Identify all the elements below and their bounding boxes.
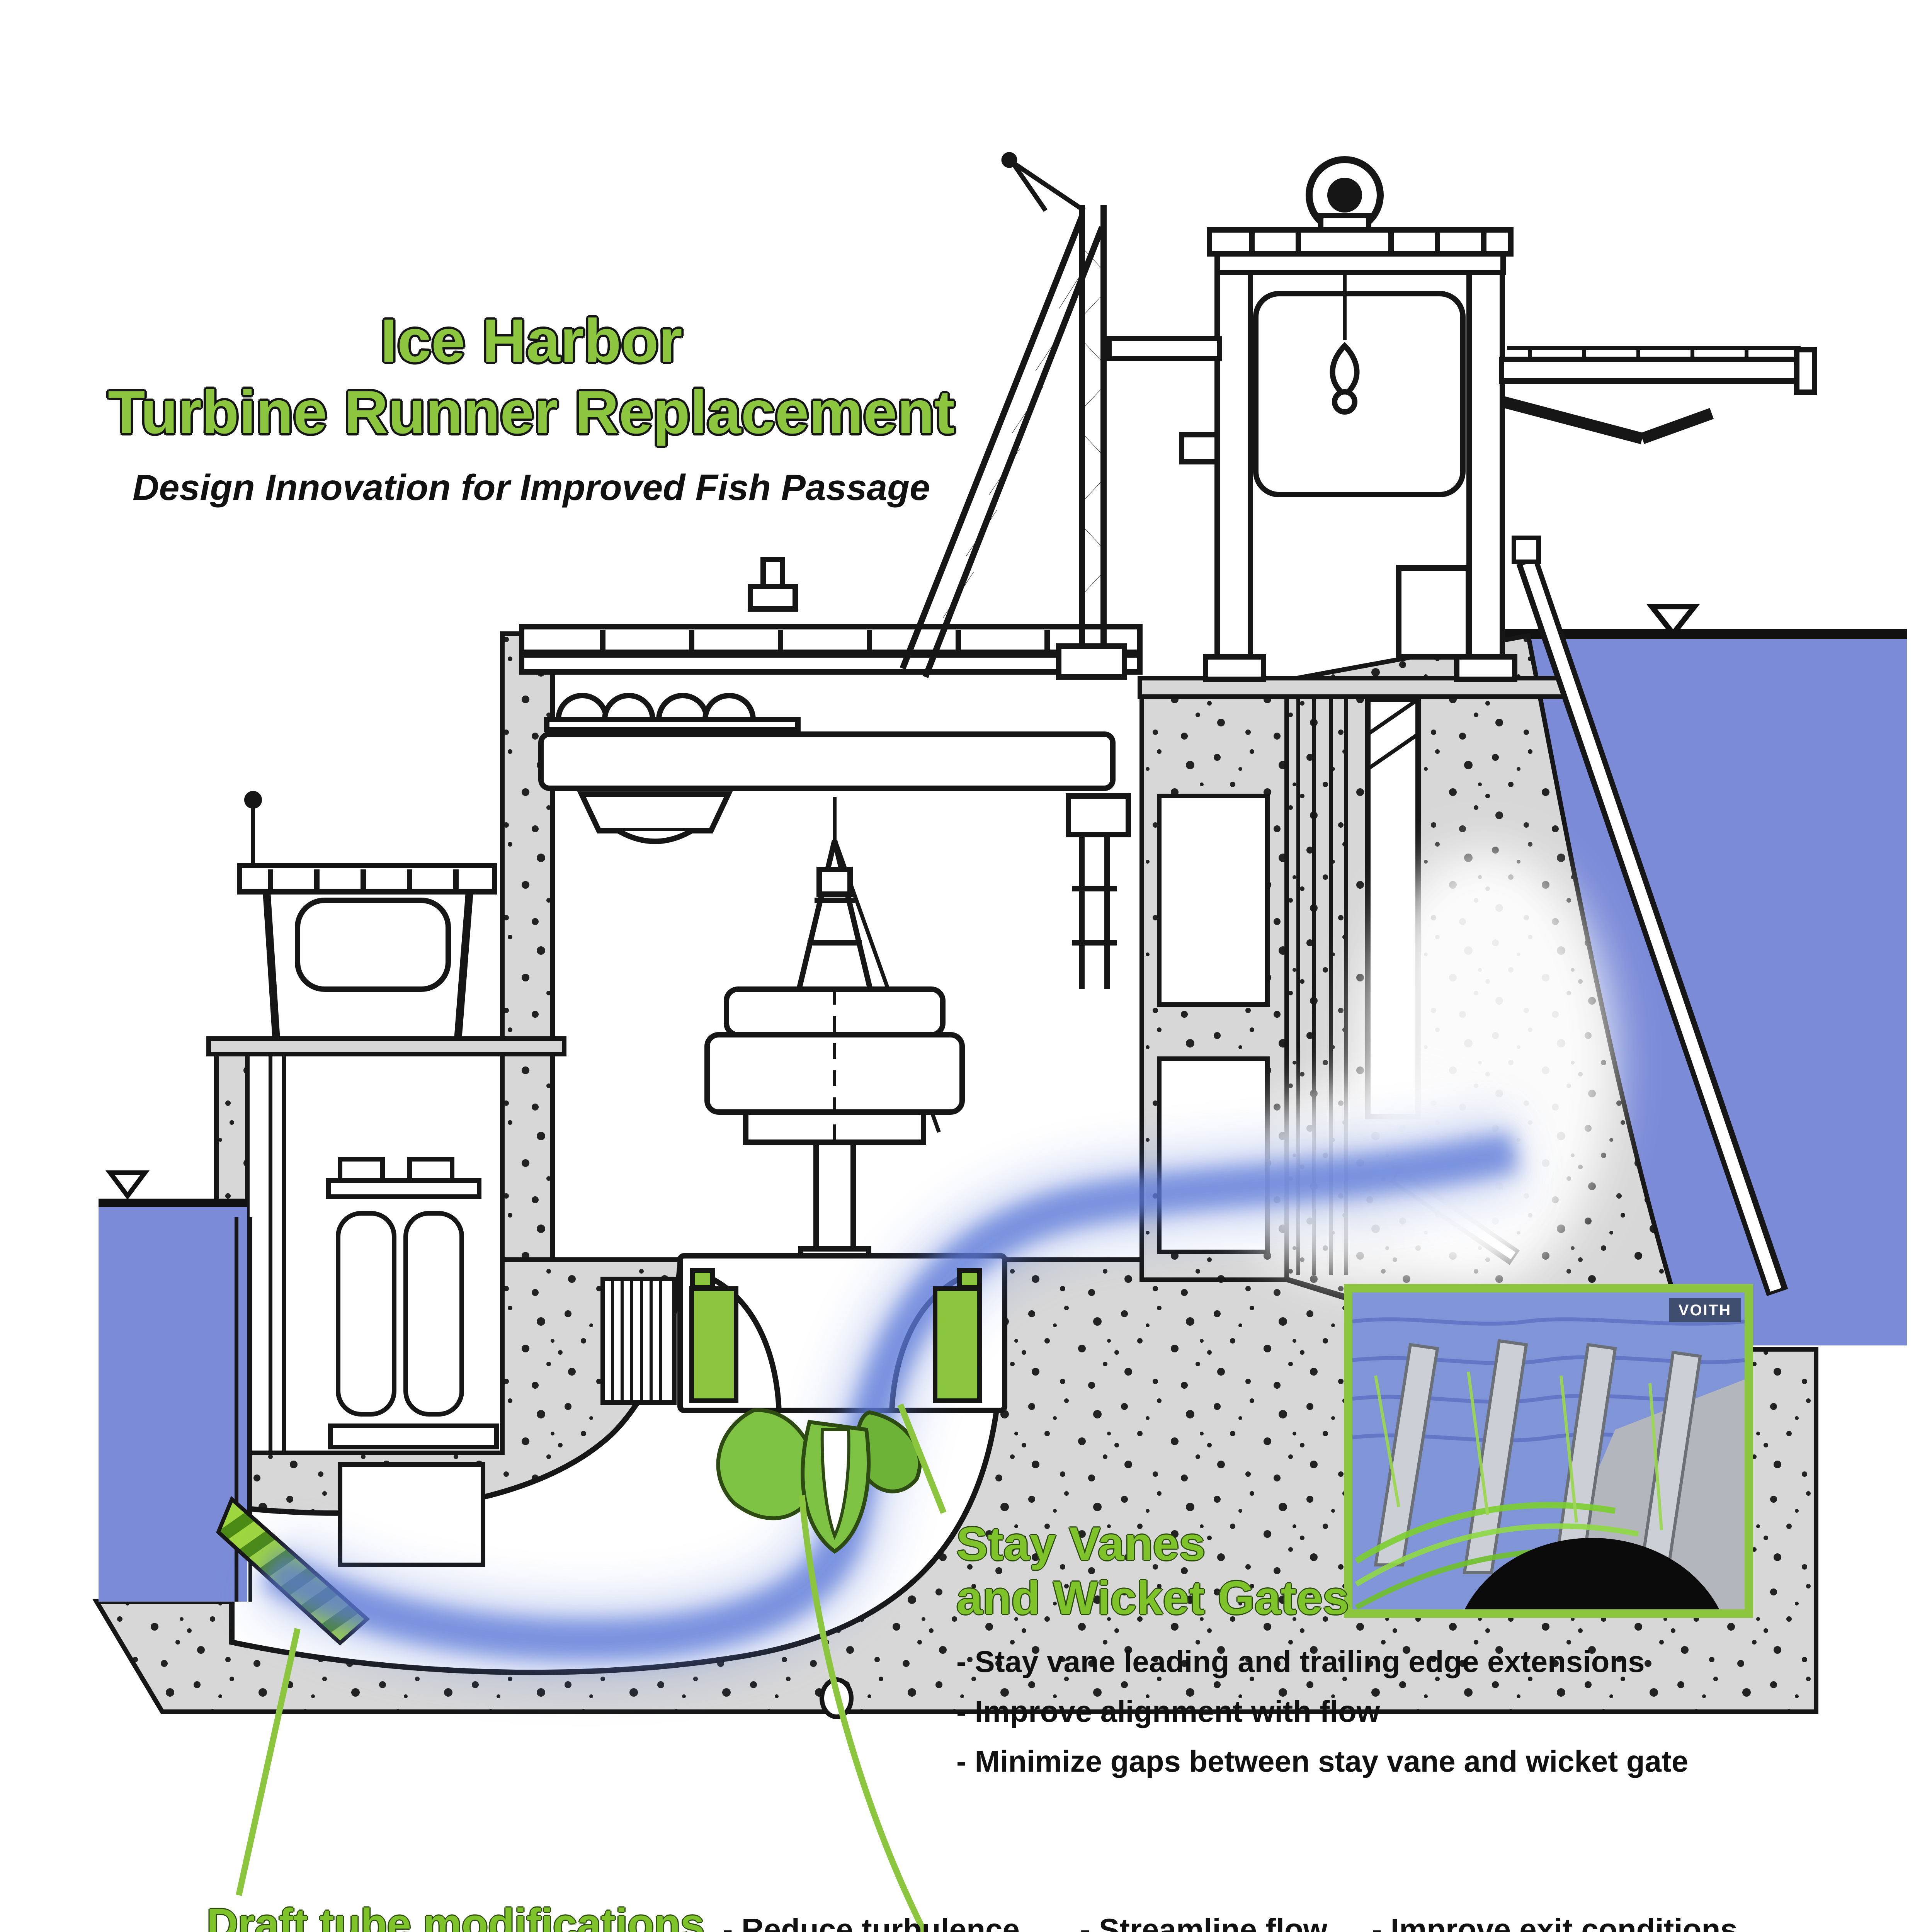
leader-lines xyxy=(236,1403,947,1932)
page-title-line2: Turbine Runner Replacement xyxy=(108,378,955,446)
draft-tube-item-2: - Streamline flow xyxy=(1080,1912,1328,1932)
intake-gantry-crane xyxy=(1179,156,1817,682)
title-block: Ice Harbor Turbine Runner Replacement De… xyxy=(97,305,966,509)
stay-vanes-bullets: - Stay vane leading and trailing edge ex… xyxy=(956,1637,1688,1786)
turbine-runner-green xyxy=(716,1408,922,1554)
left-gantry-crane xyxy=(237,791,497,1040)
stay-vanes-block: Stay Vanes and Wicket Gates xyxy=(956,1517,1349,1625)
trashrack xyxy=(1512,536,1788,1296)
cfd-inset-image xyxy=(1344,1284,1753,1618)
stay-vanes-bullet: - Improve alignment with flow xyxy=(956,1694,1380,1728)
page-title-line1: Ice Harbor xyxy=(380,307,682,375)
stay-vanes-bullet: - Minimize gaps between stay vane and wi… xyxy=(956,1744,1689,1778)
stay-vanes-heading-line1: Stay Vanes xyxy=(956,1517,1206,1570)
draft-tube-item-1: - Reduce turbulence xyxy=(723,1912,1020,1932)
inset-voith-watermark: VOITH xyxy=(1669,1298,1741,1322)
stay-vanes-heading-line2: and Wicket Gates xyxy=(956,1571,1349,1624)
lattice-boom-crane xyxy=(900,152,1222,680)
powerhouse-hall xyxy=(519,557,1143,1265)
draft-tube-heading: Draft tube modifications xyxy=(207,1900,705,1932)
draft-tube-item-3: - Improve exit conditions xyxy=(1372,1912,1738,1932)
stay-vanes-bullet: - Stay vane leading and trailing edge ex… xyxy=(956,1645,1645,1679)
page-subtitle: Design Innovation for Improved Fish Pass… xyxy=(132,467,930,508)
wicket-gates-green xyxy=(689,1268,982,1403)
left-bay-equipment xyxy=(269,1055,499,1567)
